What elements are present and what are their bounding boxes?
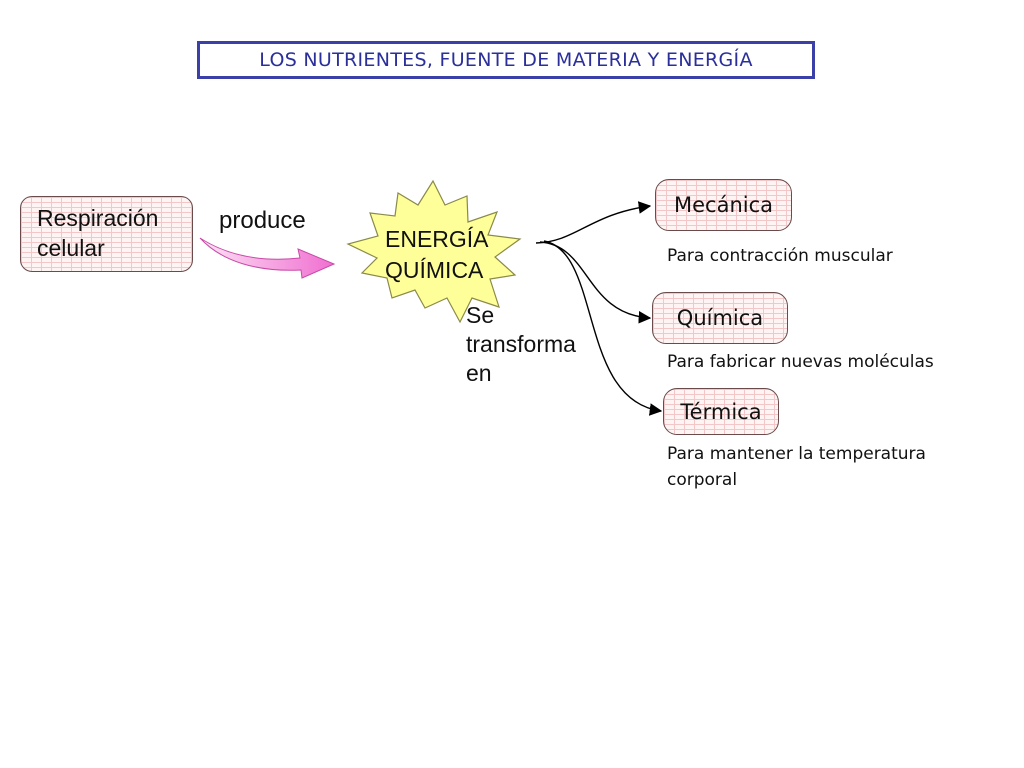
energy-label-line1: ENERGÍA — [385, 226, 489, 252]
connector-termica — [543, 240, 663, 416]
source-label-line1: Respiración — [37, 205, 159, 231]
quimica-description: Para fabricar nuevas moléculas — [667, 352, 934, 372]
quimica-node: Química — [652, 292, 788, 344]
termica-description-line1: Para mantener la temperatura — [667, 444, 926, 464]
termica-description: Para mantener la temperatura corporal — [667, 441, 1007, 493]
transform-label-line3: en — [466, 360, 492, 386]
energy-starburst — [346, 179, 522, 324]
transform-label-line1: Se — [466, 302, 495, 328]
respiracion-celular-node: Respiración celular — [20, 196, 193, 272]
termica-description-line2: corporal — [667, 470, 738, 490]
mecanica-description: Para contracción muscular — [667, 246, 893, 266]
diagram-title: LOS NUTRIENTES, FUENTE DE MATERIA Y ENER… — [259, 49, 753, 71]
quimica-label: Química — [676, 306, 764, 330]
energy-label: ENERGÍA QUÍMICA — [385, 224, 515, 286]
energy-label-line2: QUÍMICA — [385, 257, 484, 283]
transform-label-line2: transforma — [466, 331, 576, 357]
termica-node: Térmica — [663, 388, 779, 435]
mecanica-node: Mecánica — [655, 179, 792, 231]
produce-arrow — [199, 237, 336, 279]
produce-label: produce — [219, 207, 306, 234]
transform-label: Se transforma en — [466, 301, 596, 388]
source-label-line2: celular — [37, 235, 105, 261]
title-box: LOS NUTRIENTES, FUENTE DE MATERIA Y ENER… — [197, 41, 815, 79]
termica-label: Térmica — [680, 399, 762, 424]
mecanica-label: Mecánica — [673, 193, 773, 217]
connector-mecanica — [535, 201, 652, 244]
